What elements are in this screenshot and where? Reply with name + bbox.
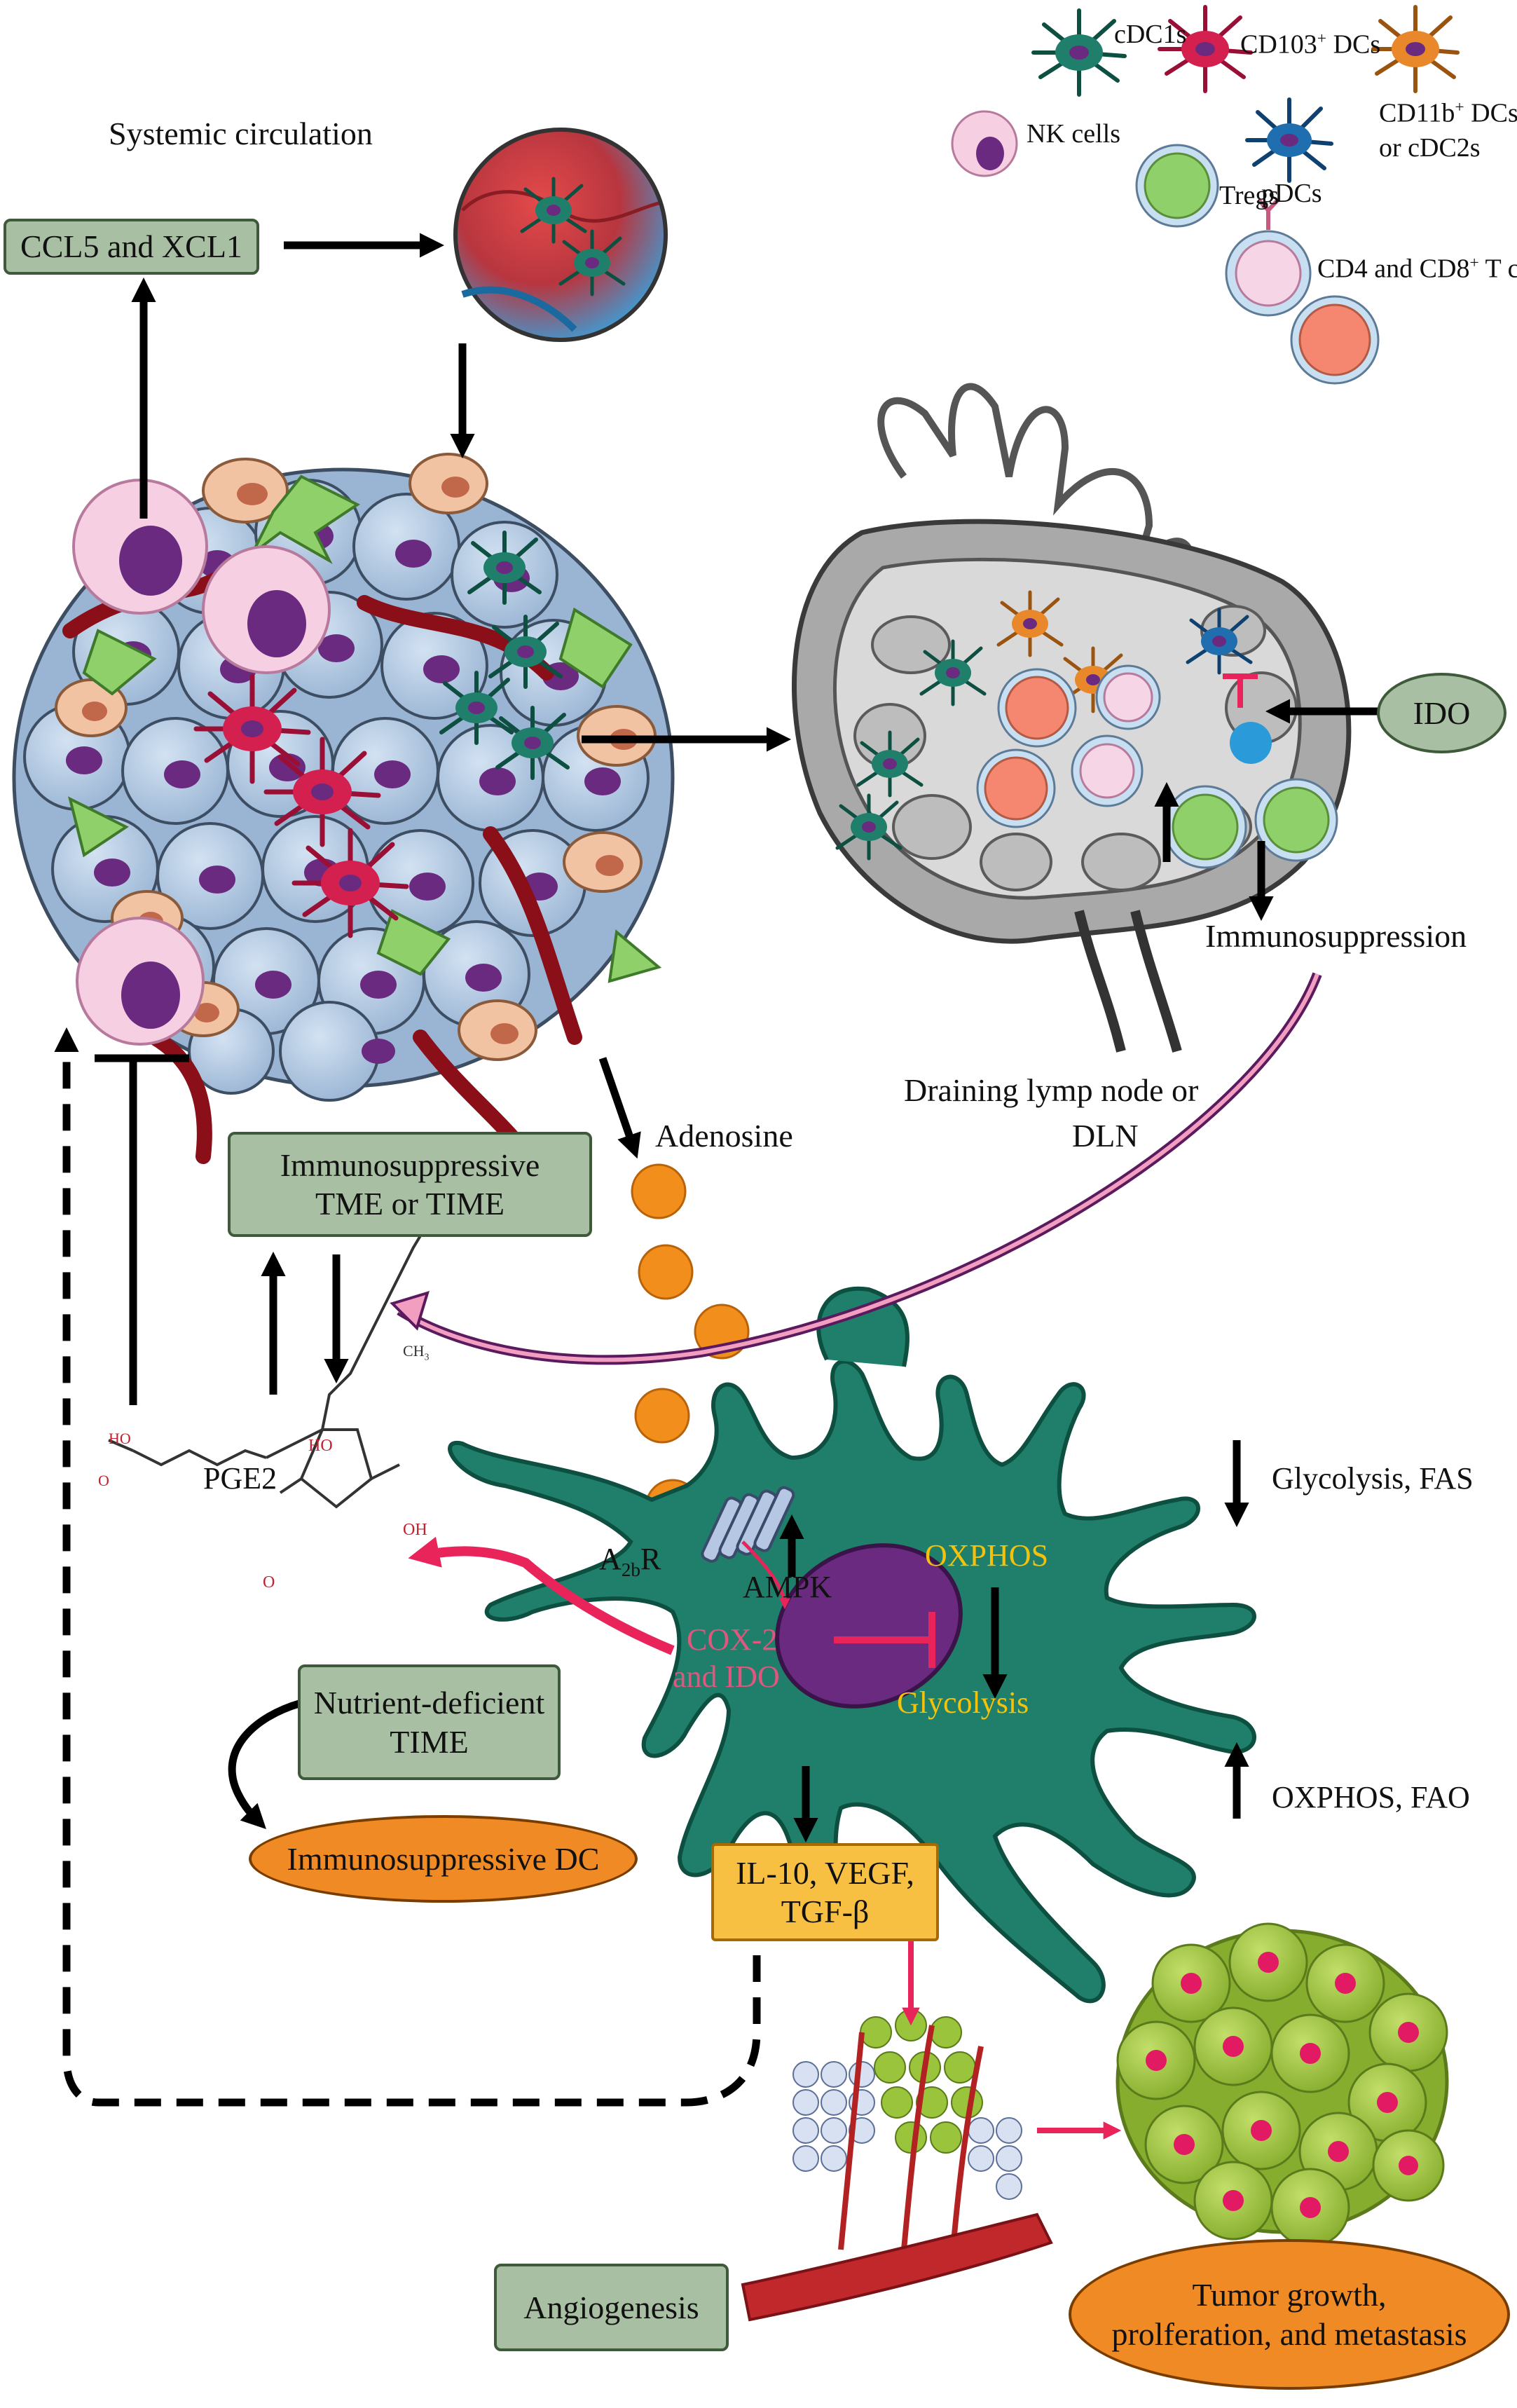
ampk-label: AMPK	[743, 1570, 832, 1604]
pge2-ho2-label: HO	[109, 1430, 131, 1447]
pge2-structure	[108, 1211, 436, 1509]
angiogenesis-box: Angiogenesis	[494, 2264, 729, 2351]
angiogenesis-illustration	[741, 2009, 1053, 2322]
nutrient-deficient-box: Nutrient-deficient TIME	[298, 1664, 561, 1780]
cytokines-box: IL-10, VEGF, TGF-β	[711, 1843, 939, 1941]
cox2-label-line1: COX-2	[687, 1622, 778, 1657]
immunosuppressive-dc-illustration	[448, 1286, 1256, 2004]
legend-cd11b-label: CD11b+ DCs	[1379, 98, 1517, 128]
nutrient-box-line2: TIME	[390, 1723, 469, 1760]
pge2-ch3-label: CH3	[403, 1342, 430, 1362]
legend-cd103-dc-icon	[1158, 5, 1253, 93]
tumor-growth-cluster	[1116, 1922, 1449, 2248]
cox2-label-line2: and IDO	[673, 1660, 780, 1694]
dln-label-line1: Draining lymp node or	[904, 1072, 1199, 1108]
legend-nk-label: NK cells	[1027, 119, 1121, 149]
ccl5-xcl1-box: CCL5 and XCL1	[4, 219, 259, 275]
legend-cdc1s-label: cDC1s	[1114, 20, 1187, 49]
cytokines-line2: TGF-β	[781, 1894, 870, 1929]
legend-treg-icon	[1135, 144, 1219, 228]
legend-tregs-label: Tregs	[1219, 181, 1279, 210]
pge2-label: PGE2	[203, 1461, 277, 1496]
legend-nk-cell-icon	[951, 110, 1018, 177]
legend-cd8-t-cell-icon	[1290, 295, 1380, 385]
nutrient-box-line1: Nutrient-deficient	[313, 1685, 545, 1721]
lymph-node-illustration	[792, 383, 1352, 1053]
legend-cd103-label: CD103+ DCs	[1240, 29, 1381, 60]
time-box-line2: TME or TIME	[315, 1186, 504, 1222]
arrow-nutrient-to-dc	[228, 1699, 303, 1829]
legend-pdc-icon	[1245, 97, 1333, 183]
oxphos-label: OXPHOS	[925, 1538, 1049, 1573]
dashed-feedback-loop	[54, 1027, 761, 2107]
immunosuppressive-time-box: Immunosuppressive TME or TIME	[228, 1132, 592, 1237]
glycolysis-label: Glycolysis	[897, 1685, 1029, 1720]
arrow-cox2-to-pge2	[408, 1536, 675, 1655]
pge2-o-label: O	[98, 1472, 109, 1489]
oxphos-fao-label: OXPHOS, FAO	[1272, 1780, 1470, 1814]
tumor-growth-line1: Tumor growth,	[1192, 2277, 1387, 2313]
legend-cd11b-dc-icon	[1371, 5, 1460, 93]
time-box-line1: Immunosuppressive	[280, 1147, 540, 1183]
a2br-label: A2bR	[599, 1542, 661, 1580]
inhibition-line	[834, 1612, 935, 1668]
pge2-o2-label: O	[263, 1573, 275, 1592]
pge2-ho-label: HO	[308, 1437, 333, 1455]
arrow-tumor-to-adenosine	[598, 1057, 641, 1159]
immunosuppression-label: Immunosuppression	[1205, 918, 1467, 954]
cytokines-line1: IL-10, VEGF,	[736, 1854, 914, 1891]
systemic-circulation-label: Systemic circulation	[109, 116, 373, 151]
tumor-growth-line2: prolferation, and metastasis	[1111, 2315, 1467, 2352]
ido-oval: IDO	[1377, 673, 1506, 753]
tumor-mass-illustration	[12, 453, 675, 1171]
tumor-growth-oval: Tumor growth, prolferation, and metastas…	[1069, 2239, 1510, 2390]
glycolysis-fas-label: Glycolysis, FAS	[1272, 1461, 1474, 1496]
legend-cdc1-icon	[1031, 8, 1127, 97]
immunosuppressive-dc-oval: Immunosuppressive DC	[249, 1815, 638, 1903]
adenosine-label: Adenosine	[655, 1118, 793, 1154]
pge2-oh-label: OH	[403, 1521, 427, 1539]
legend-cd11b-label-line2: or cDC2s	[1379, 133, 1481, 163]
systemic-circulation-icon	[453, 128, 668, 342]
dln-label-line2: DLN	[1072, 1118, 1139, 1154]
legend-pdcs-label: pDCs	[1261, 179, 1322, 208]
arrows	[54, 233, 1380, 2107]
legend-t-cells-label: CD4 and CD8+ T cells	[1317, 254, 1517, 284]
legend-cd4-t-cell-icon	[1225, 198, 1312, 317]
